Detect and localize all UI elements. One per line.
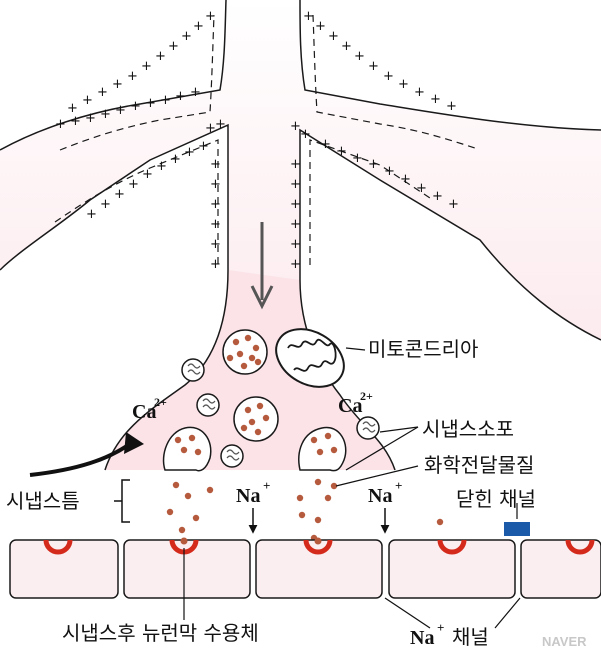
- svg-text:+: +: [384, 164, 395, 179]
- svg-text:+: +: [290, 217, 301, 232]
- svg-text:+: +: [55, 117, 66, 132]
- svg-text:+: +: [210, 237, 221, 252]
- svg-text:+: +: [127, 69, 138, 84]
- svg-text:+: +: [303, 9, 314, 24]
- svg-text:+: +: [210, 157, 221, 172]
- calcium-label-right: Ca: [338, 395, 362, 417]
- svg-text:+: +: [328, 29, 339, 44]
- calcium-charge-right: 2+: [360, 389, 373, 403]
- mitochondrion: [275, 328, 345, 388]
- svg-text:+: +: [336, 144, 347, 159]
- svg-text:+: +: [190, 85, 201, 100]
- svg-text:+: +: [290, 157, 301, 172]
- svg-text:+: +: [383, 69, 394, 84]
- svg-text:+: +: [400, 172, 411, 187]
- positive-charges: +++ +++ +++ ++ +++ +++ +++ ++ +++ +++ ++…: [55, 9, 459, 272]
- svg-text:+: +: [414, 85, 425, 100]
- svg-text:+: +: [142, 167, 153, 182]
- svg-text:+: +: [205, 121, 216, 136]
- released-neurotransmitters: [166, 478, 444, 542]
- sodium-charge-1: +: [263, 478, 270, 493]
- svg-text:+: +: [210, 197, 221, 212]
- svg-text:+: +: [130, 99, 141, 114]
- svg-text:+: +: [141, 59, 152, 74]
- label-postsynaptic-receptor: 시냅스후 뉴런막 수용체: [62, 621, 259, 645]
- svg-text:+: +: [181, 29, 192, 44]
- postsynaptic-membrane: [9, 539, 601, 599]
- svg-text:+: +: [398, 77, 409, 92]
- calcium-charge-left: 2+: [154, 395, 167, 409]
- svg-text:+: +: [368, 59, 379, 74]
- svg-text:+: +: [175, 89, 186, 104]
- svg-text:+: +: [170, 152, 181, 167]
- svg-text:+: +: [128, 177, 139, 192]
- svg-text:+: +: [160, 93, 171, 108]
- svg-text:+: +: [290, 237, 301, 252]
- svg-text:+: +: [290, 197, 301, 212]
- svg-text:+: +: [112, 77, 123, 92]
- svg-text:+: +: [184, 145, 195, 160]
- sodium-charge-2: +: [395, 478, 402, 493]
- svg-text:+: +: [320, 137, 331, 152]
- svg-text:+: +: [205, 9, 216, 24]
- svg-text:+: +: [168, 39, 179, 54]
- calcium-label-left: Ca: [132, 401, 156, 423]
- svg-text:+: +: [193, 19, 204, 34]
- label-synaptic-vesicle: 시냅스소포: [422, 417, 514, 441]
- svg-text:+: +: [354, 49, 365, 64]
- svg-text:+: +: [215, 117, 226, 132]
- svg-text:+: +: [82, 93, 93, 108]
- sodium-channel-charge: +: [437, 620, 444, 635]
- svg-text:+: +: [85, 111, 96, 126]
- closed-channel: [504, 522, 530, 536]
- svg-text:+: +: [156, 159, 167, 174]
- svg-text:+: +: [446, 99, 457, 114]
- svg-text:+: +: [100, 197, 111, 212]
- svg-text:+: +: [86, 207, 97, 222]
- svg-text:+: +: [115, 103, 126, 118]
- receptors: [43, 539, 595, 555]
- svg-text:+: +: [155, 49, 166, 64]
- svg-text:+: +: [368, 157, 379, 172]
- label-na-channel: 채널: [452, 625, 489, 649]
- svg-text:+: +: [70, 114, 81, 129]
- svg-text:+: +: [67, 101, 78, 116]
- svg-text:+: +: [97, 85, 108, 100]
- label-closed-channel: 닫힌 채널: [456, 487, 536, 511]
- svg-text:+: +: [432, 189, 443, 204]
- upper-neuron-body: [0, 0, 601, 470]
- label-synaptic-cleft: 시냅스틈: [6, 489, 80, 513]
- svg-text:+: +: [341, 39, 352, 54]
- sodium-label-2: Na: [368, 485, 392, 507]
- svg-text:+: +: [198, 139, 209, 154]
- svg-text:+: +: [315, 19, 326, 34]
- svg-text:+: +: [300, 127, 311, 142]
- svg-text:+: +: [290, 177, 301, 192]
- svg-text:+: +: [114, 187, 125, 202]
- svg-text:+: +: [430, 92, 441, 107]
- svg-text:+: +: [210, 257, 221, 272]
- sodium-channel-ion: Na: [410, 627, 434, 649]
- svg-text:+: +: [352, 151, 363, 166]
- svg-text:+: +: [100, 107, 111, 122]
- svg-text:+: +: [448, 197, 459, 212]
- naver-watermark: NAVER: [542, 634, 587, 649]
- svg-text:+: +: [145, 96, 156, 111]
- svg-text:+: +: [210, 217, 221, 232]
- label-mitochondria: 미토콘드리아: [368, 337, 478, 361]
- synaptic-vesicles: [162, 329, 380, 472]
- svg-text:+: +: [290, 119, 301, 134]
- sodium-label-1: Na: [236, 485, 260, 507]
- svg-text:+: +: [210, 177, 221, 192]
- label-neurotransmitter: 화학전달물질: [424, 453, 534, 477]
- svg-text:+: +: [290, 257, 301, 272]
- svg-text:+: +: [416, 181, 427, 196]
